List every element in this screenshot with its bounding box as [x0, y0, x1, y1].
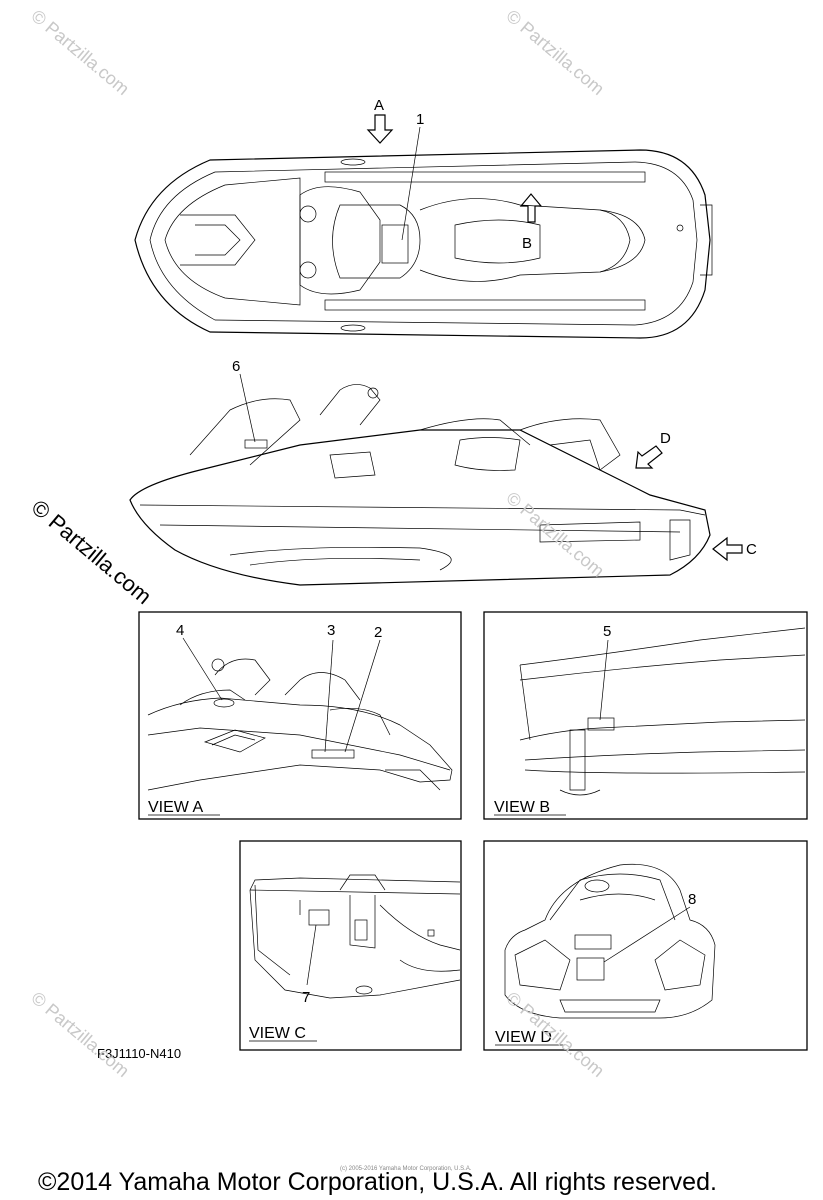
callout-4: 4: [176, 622, 184, 639]
arrow-a: A: [366, 97, 394, 144]
arrow-b-label: B: [522, 235, 532, 252]
callout-6-leader: [239, 373, 256, 443]
view-d-panel: [483, 840, 808, 1051]
watermark-top-right: © Partzilla.com: [502, 6, 608, 99]
watermark-side-text: © Partzilla.com: [27, 495, 157, 609]
view-a-panel: [138, 611, 462, 820]
watermark-mid-right: © Partzilla.com: [502, 488, 608, 581]
arrow-b: B: [519, 193, 543, 252]
view-c-label: VIEW C: [249, 1025, 306, 1042]
callout-2: 2: [374, 624, 382, 641]
callout-6: 6: [232, 358, 240, 375]
copyright-footer: ©2014 Yamaha Motor Corporation, U.S.A. A…: [38, 1168, 717, 1196]
view-b-label: VIEW B: [494, 799, 550, 816]
arrow-d-label: D: [660, 430, 671, 447]
view-b-panel: [483, 611, 808, 820]
arrow-d: D: [635, 430, 671, 469]
callout-5: 5: [603, 623, 611, 640]
side-view-hull: [129, 384, 711, 586]
small-copyright: (c) 2005-2016 Yamaha Motor Corporation, …: [340, 1166, 472, 1172]
watermark-bottom-left: © Partzilla.com: [27, 988, 133, 1081]
callout-3: 3: [327, 622, 335, 639]
view-c-panel: [239, 840, 462, 1051]
callout-8: 8: [688, 891, 696, 908]
callout-1-leader: [401, 126, 421, 241]
label-6-sticker: [244, 439, 268, 449]
arrow-a-label: A: [374, 97, 384, 114]
diagram-code: F3J1110-N410: [97, 1046, 181, 1061]
view-d-label: VIEW D: [495, 1029, 552, 1046]
callout-1: 1: [416, 111, 424, 128]
arrow-c: C: [712, 536, 757, 562]
view-a-label: VIEW A: [148, 799, 203, 816]
callout-7: 7: [302, 989, 310, 1006]
top-view-hull: [134, 149, 713, 339]
arrow-c-label: C: [746, 541, 757, 558]
watermark-top-left: © Partzilla.com: [27, 6, 133, 99]
